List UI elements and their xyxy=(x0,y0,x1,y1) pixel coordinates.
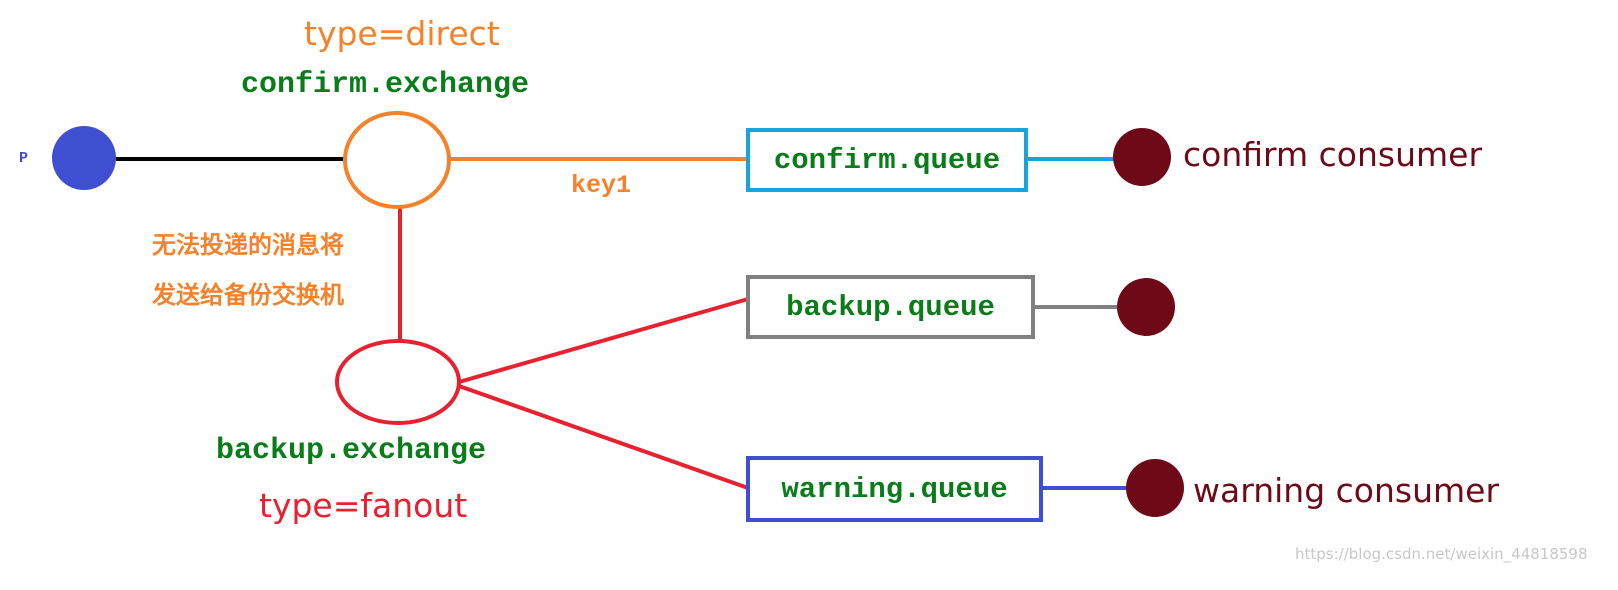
watermark: https://blog.csdn.net/weixin_44818598 xyxy=(1295,545,1588,563)
backup-exchange-type-label: type=fanout xyxy=(259,486,468,525)
warning-queue-label: warning.queue xyxy=(781,472,1008,506)
confirm-exchange-node xyxy=(343,111,451,209)
confirm-queue-box: confirm.queue xyxy=(746,128,1028,192)
backup-consumer-node xyxy=(1117,278,1175,336)
confirm-exchange-type-label: type=direct xyxy=(304,14,500,53)
confirm-consumer-node xyxy=(1113,128,1171,186)
confirm-queue-label: confirm.queue xyxy=(773,143,1001,177)
alternate-exchange-note-line2: 发送给备份交换机 xyxy=(152,281,344,309)
backup-exchange-to-backup-queue-edge xyxy=(458,297,749,384)
backup-queue-box: backup.queue xyxy=(746,275,1035,339)
producer-node xyxy=(52,126,116,190)
warning-queue-box: warning.queue xyxy=(746,456,1043,522)
backup-exchange-to-warning-queue-edge xyxy=(458,384,749,490)
warning-consumer-node xyxy=(1126,459,1184,517)
alternate-exchange-note-line1: 无法投递的消息将 xyxy=(152,231,344,259)
warning-consumer-label: warning consumer xyxy=(1193,471,1500,510)
backup-exchange-name-label: backup.exchange xyxy=(216,434,487,468)
confirm-consumer-label: confirm consumer xyxy=(1183,135,1483,174)
backup-exchange-node xyxy=(335,339,461,425)
backup-queue-label: backup.queue xyxy=(786,290,995,324)
producer-label: P xyxy=(19,150,29,167)
routing-key-label: key1 xyxy=(571,171,632,200)
confirm-exchange-name-label: confirm.exchange xyxy=(241,68,530,102)
